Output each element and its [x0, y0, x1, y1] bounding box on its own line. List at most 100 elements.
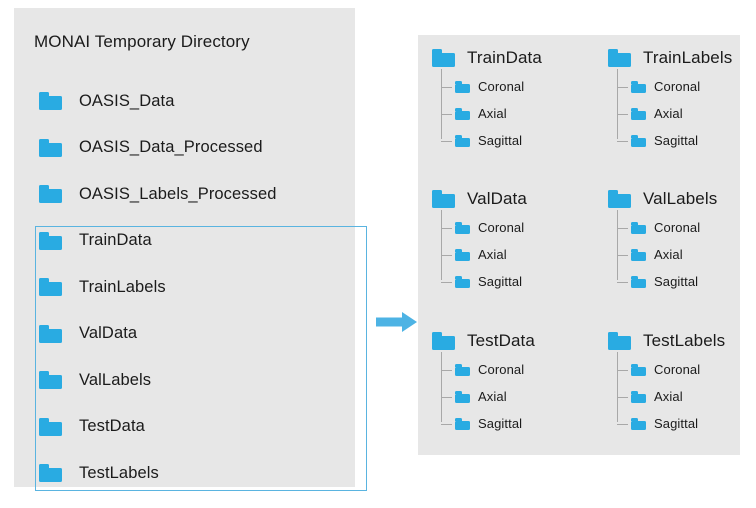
folder-icon — [631, 134, 646, 147]
arrow-right-icon — [376, 310, 418, 334]
tree-child-item[interactable]: Sagittal — [617, 127, 732, 154]
tree-child-label: Axial — [654, 389, 683, 404]
list-item[interactable]: OASIS_Data_Processed — [39, 135, 263, 161]
folder-icon — [39, 278, 62, 296]
tree-child-item[interactable]: Coronal — [617, 73, 732, 100]
tree-child-item[interactable]: Coronal — [617, 356, 725, 383]
tree-child-item[interactable]: Axial — [617, 383, 725, 410]
folder-icon — [432, 49, 455, 67]
tree-child-label: Coronal — [478, 79, 525, 94]
tree-root-label: ValData — [467, 189, 527, 208]
tree-child-label: Coronal — [654, 362, 701, 377]
list-item-label: TrainData — [79, 231, 152, 249]
tree-child-label: Coronal — [654, 220, 701, 235]
tree-child-item[interactable]: Sagittal — [441, 410, 535, 437]
tree-root-item[interactable]: TestData — [432, 330, 535, 352]
tree-child-label: Coronal — [478, 220, 525, 235]
tree-child-label: Axial — [654, 106, 683, 121]
folder-icon — [631, 221, 646, 234]
folder-icon — [39, 185, 62, 203]
folder-icon — [631, 80, 646, 93]
tree-root-item[interactable]: ValData — [432, 188, 527, 210]
tree-root-item[interactable]: TestLabels — [608, 330, 725, 352]
tree-child-item[interactable]: Axial — [441, 241, 527, 268]
tree-child-item[interactable]: Coronal — [441, 73, 542, 100]
folder-icon — [455, 107, 470, 120]
folder-icon — [455, 275, 470, 288]
tree-child-label: Sagittal — [478, 416, 523, 431]
tree-child-item[interactable]: Coronal — [617, 214, 717, 241]
page-title: MONAI Temporary Directory — [34, 32, 250, 51]
list-item-label: OASIS_Data_Processed — [79, 138, 263, 156]
list-item-label: ValLabels — [79, 370, 152, 389]
tree-child-item[interactable]: Sagittal — [441, 127, 542, 154]
folder-icon — [455, 417, 470, 430]
folder-icon — [39, 92, 62, 110]
folder-icon — [631, 390, 646, 403]
tree-child-item[interactable]: Axial — [617, 100, 732, 127]
list-item[interactable]: ValData — [39, 321, 137, 347]
tree-child-item[interactable]: Sagittal — [441, 268, 527, 295]
tree-root-label: TestLabels — [643, 331, 726, 350]
folder-icon — [631, 417, 646, 430]
list-item[interactable]: TestLabels — [39, 460, 159, 486]
folder-icon — [432, 190, 455, 208]
tree-child-item[interactable]: Coronal — [441, 214, 527, 241]
list-item[interactable]: TestData — [39, 414, 145, 440]
list-item-label: OASIS_Labels_Processed — [79, 184, 277, 203]
folder-icon — [39, 464, 62, 482]
list-item-label: TestLabels — [79, 463, 159, 482]
generated-directories-highlight — [35, 226, 367, 491]
tree-child-label: Axial — [478, 106, 507, 121]
folder-icon — [608, 49, 631, 67]
folder-icon — [608, 332, 631, 350]
tree-root-item[interactable]: ValLabels — [608, 188, 717, 210]
tree-root-label: TrainData — [467, 48, 542, 67]
folder-icon — [455, 221, 470, 234]
folder-icon — [455, 248, 470, 261]
folder-icon — [631, 107, 646, 120]
tree-root-item[interactable]: TrainData — [432, 47, 542, 69]
tree-child-label: Coronal — [654, 79, 701, 94]
tree-child-label: Axial — [654, 247, 683, 262]
tree-child-label: Sagittal — [654, 133, 699, 148]
tree-child-item[interactable]: Axial — [441, 383, 535, 410]
list-item[interactable]: TrainLabels — [39, 274, 166, 300]
list-item[interactable]: TrainData — [39, 228, 152, 254]
tree-child-item[interactable]: Coronal — [441, 356, 535, 383]
tree-child-item[interactable]: Axial — [617, 241, 717, 268]
folder-icon — [39, 138, 62, 157]
tree-child-label: Axial — [478, 247, 507, 262]
list-item[interactable]: OASIS_Data — [39, 88, 174, 114]
tree-root-label: ValLabels — [643, 189, 718, 208]
tree-root-item[interactable]: TrainLabels — [608, 47, 732, 69]
folder-icon — [631, 248, 646, 261]
tree-child-item[interactable]: Axial — [441, 100, 542, 127]
folder-icon — [455, 390, 470, 403]
folder-icon — [455, 80, 470, 93]
folder-icon — [631, 275, 646, 288]
folder-icon — [455, 134, 470, 147]
tree-child-item[interactable]: Sagittal — [617, 410, 725, 437]
list-item[interactable]: ValLabels — [39, 367, 151, 393]
tree-root-label: TrainLabels — [643, 48, 733, 67]
tree-child-label: Axial — [478, 389, 507, 404]
tree-child-item[interactable]: Sagittal — [617, 268, 717, 295]
list-item[interactable]: OASIS_Labels_Processed — [39, 181, 277, 207]
list-item-label: ValData — [79, 324, 138, 342]
tree-child-label: Sagittal — [478, 133, 523, 148]
folder-icon — [39, 324, 62, 343]
folder-icon — [631, 363, 646, 376]
